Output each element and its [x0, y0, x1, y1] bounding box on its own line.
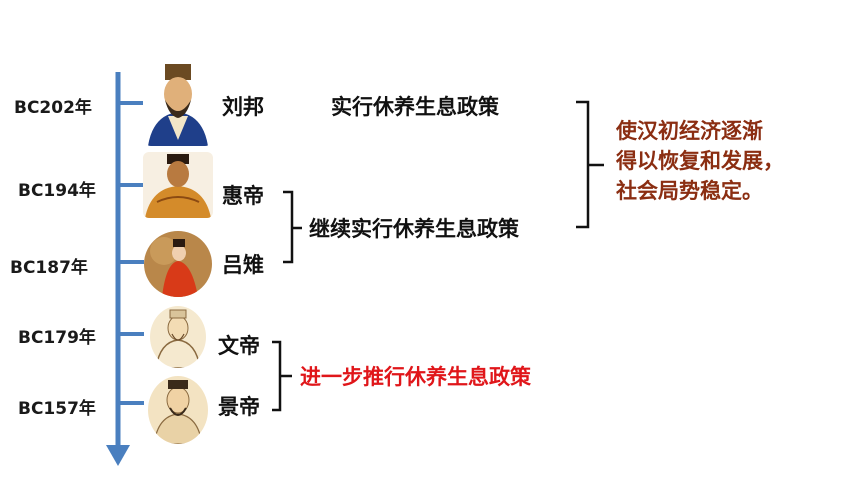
bracket-wendi-jingdi — [272, 340, 292, 412]
policy-third: 进一步推行休养生息政策 — [300, 365, 531, 389]
portrait-liubang — [143, 60, 213, 146]
policy-first: 实行休养生息政策 — [331, 95, 499, 119]
result-line: 得以恢复和发展， — [616, 149, 784, 173]
ruler-name: 景帝 — [218, 395, 260, 419]
portrait-wendi — [150, 306, 206, 368]
year-label: BC187年 — [10, 258, 88, 278]
result-line: 社会局势稳定。 — [616, 179, 763, 203]
bracket-huidi-lvzhi — [283, 190, 302, 264]
ruler-name: 文帝 — [218, 334, 260, 358]
year-label: BC194年 — [18, 181, 96, 201]
policy-second: 继续实行休养生息政策 — [309, 217, 519, 241]
portrait-jingdi — [148, 376, 208, 444]
portrait-lvzhi — [144, 231, 212, 297]
ruler-name: 刘邦 — [222, 95, 264, 119]
year-label: BC157年 — [18, 399, 96, 419]
bracket-result — [576, 100, 604, 229]
result-line: 使汉初经济逐渐 — [616, 119, 763, 143]
result-text: 使汉初经济逐渐 得以恢复和发展， 社会局势稳定。 — [616, 116, 784, 206]
ruler-name: 吕雉 — [222, 253, 264, 277]
timeline-arrowhead — [106, 445, 130, 466]
portrait-huidi — [143, 152, 213, 218]
year-label: BC179年 — [18, 328, 96, 348]
ruler-name: 惠帝 — [222, 184, 264, 208]
year-label: BC202年 — [14, 98, 92, 118]
